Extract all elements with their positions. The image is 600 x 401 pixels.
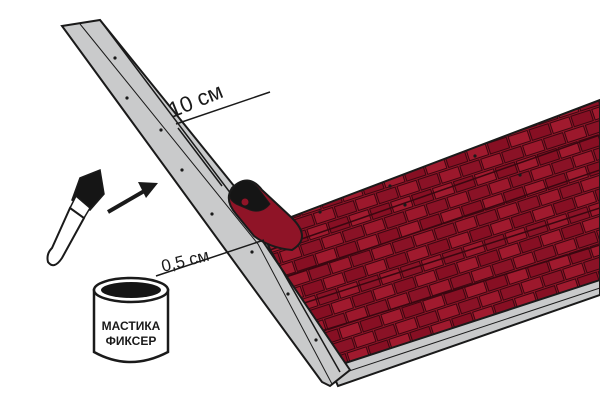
mastic-can-icon: МАСТИКА ФИКСЕР bbox=[92, 276, 170, 364]
arrow-right-up-icon bbox=[106, 182, 158, 214]
spatula-icon bbox=[46, 168, 105, 267]
can-label-line2: ФИКСЕР bbox=[106, 334, 157, 348]
dimension-05cm-label: 0,5 см bbox=[159, 246, 211, 276]
dimension-10cm-label: 10 см bbox=[165, 78, 227, 122]
gable-flashing bbox=[60, 18, 352, 388]
mastic-layer bbox=[229, 180, 271, 212]
folded-shingle bbox=[227, 179, 303, 252]
can-label-line1: МАСТИКА bbox=[102, 319, 161, 333]
